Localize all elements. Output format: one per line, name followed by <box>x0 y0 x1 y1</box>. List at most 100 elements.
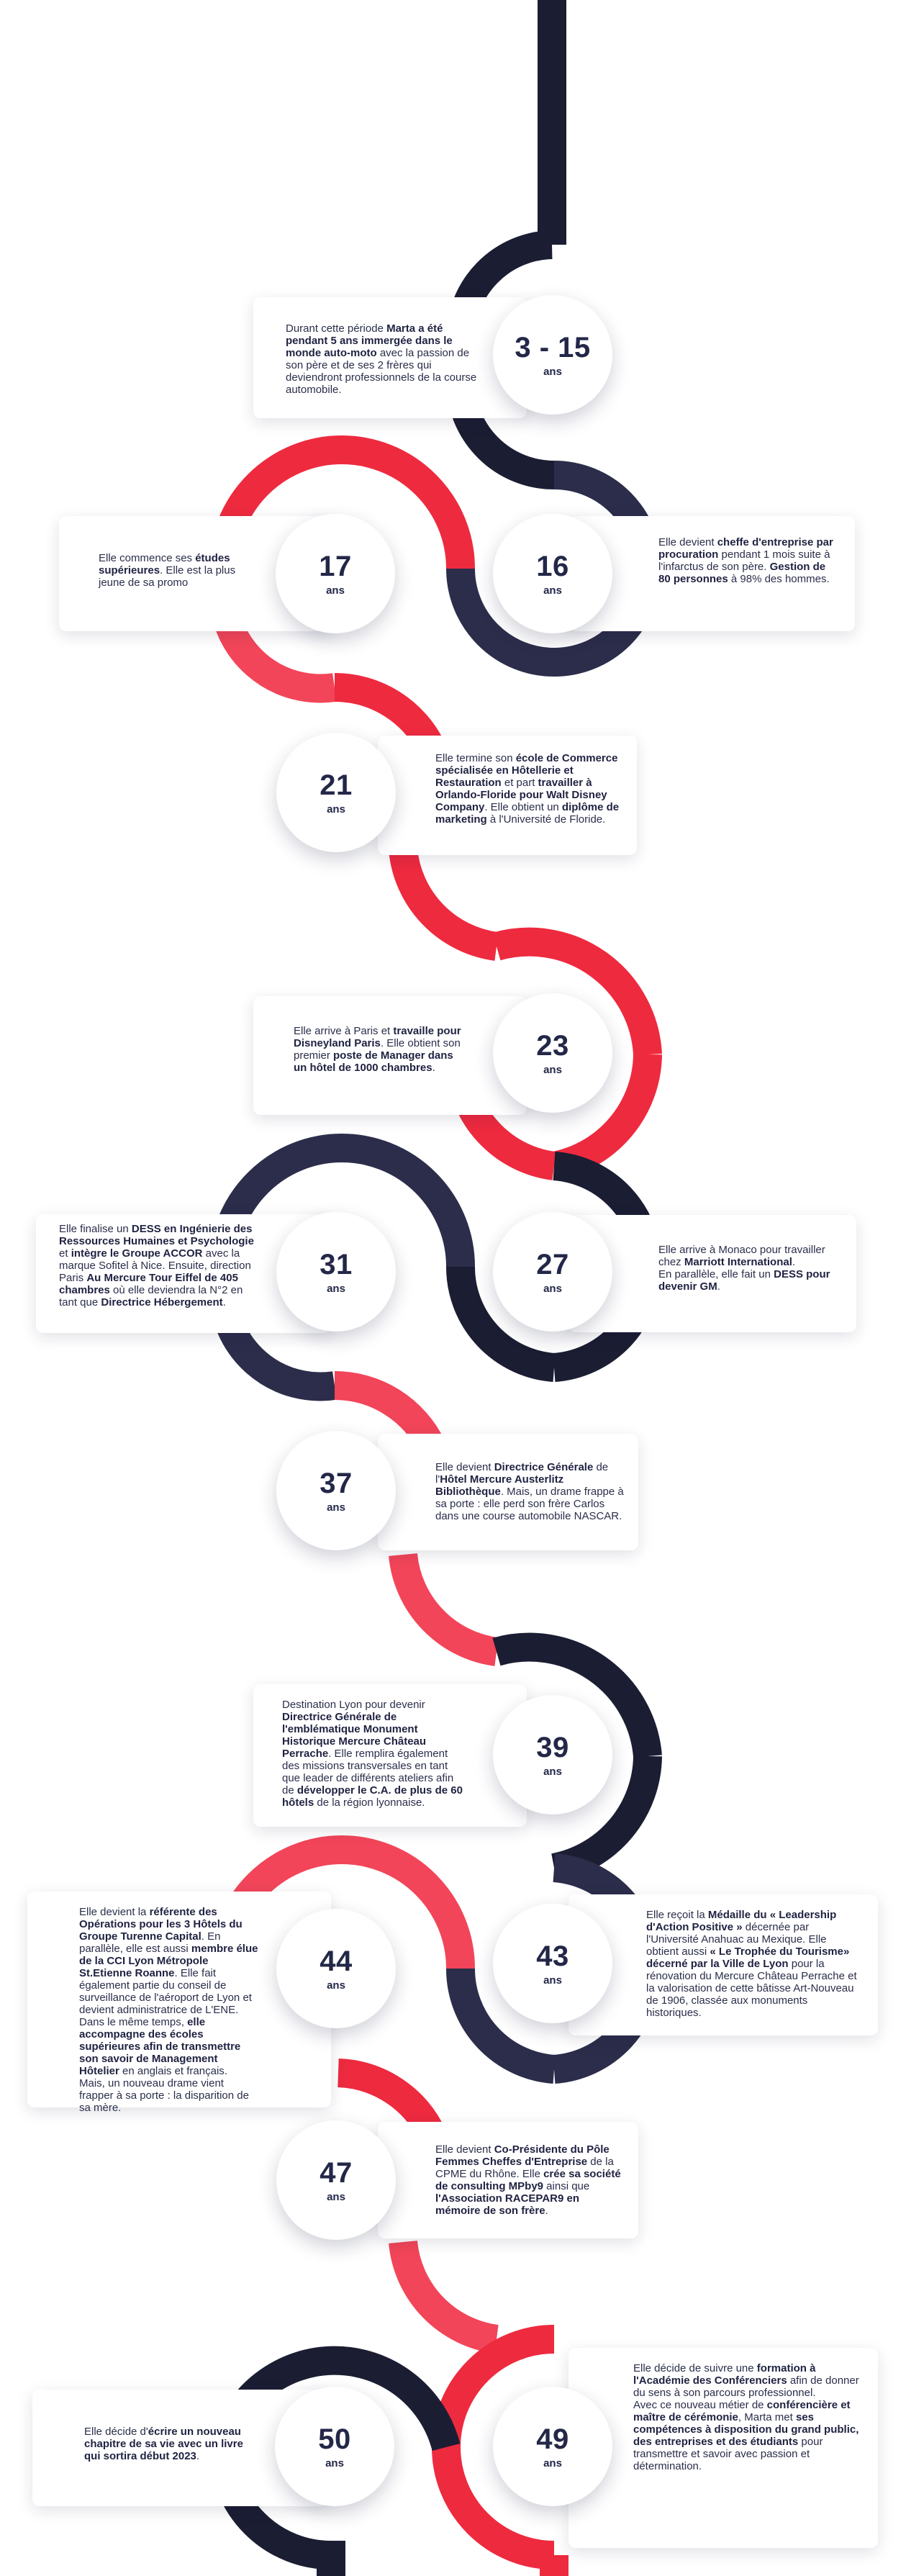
body-text: Elle devient <box>435 1461 494 1473</box>
milestone-card-4: Elle arrive à Paris et travaille pour Di… <box>253 996 527 1115</box>
body-text: où elle deviendra la N°2 en tant que <box>59 1284 243 1309</box>
milestone-card-3: Elle termine son école de Commerce spéci… <box>378 736 637 855</box>
milestone-card-0: Durant cette période Marta a été pendant… <box>253 297 527 418</box>
body-text: . <box>717 1280 720 1293</box>
milestone-card-10: Elle reçoit la Médaille du « Leadership … <box>568 1894 878 2035</box>
milestone-card-7: Elle devient Directrice Générale de l'Hô… <box>378 1434 638 1550</box>
year-label: 39 <box>536 1731 569 1763</box>
body-text: avec la marque Sofitel à Nice. Ensuite, … <box>59 1247 251 1284</box>
body-text: Elle termine son <box>435 752 516 764</box>
year-badge: 37 ans <box>276 1431 396 1550</box>
year-badge: 49 ans <box>493 2387 612 2506</box>
year-badge: 39 ans <box>493 1695 612 1815</box>
ribbon-segment <box>432 2446 555 2570</box>
year-badge: 16 ans <box>493 514 612 633</box>
year-label: 3 - 15 <box>515 331 591 363</box>
highlight-text: poste de Manager dans un hôtel de 1000 c… <box>294 1049 453 1074</box>
milestone-text: Elle décide d'écrire un nouveau chapitre… <box>84 2426 247 2462</box>
body-text: pour la rénovation du Mercure Château Pe… <box>646 1958 857 2019</box>
body-text: . Elle obtient son premier <box>294 1037 461 1062</box>
unit-label: ans <box>327 1501 345 1514</box>
body-text: Elle commence ses <box>99 552 196 564</box>
body-text: . <box>432 1062 435 1074</box>
body-text: Elle arrive à Monaco pour travailler che… <box>658 1244 825 1268</box>
ribbon-segment <box>389 847 499 961</box>
highlight-text: ses compétences à disposition du grand p… <box>633 2411 859 2448</box>
body-text: pendant 1 mois suite à l'infarctus de so… <box>658 548 830 573</box>
milestone-text: Durant cette période Marta a été pendant… <box>286 322 486 396</box>
ribbon-segment <box>445 1968 556 2084</box>
highlight-text: Directrice Générale de l'emblématique Mo… <box>282 1711 427 1760</box>
year-badge: 43 ans <box>493 1904 612 2023</box>
highlight-text: elle accompagne des écoles supérieures a… <box>79 2016 241 2077</box>
body-text: Durant cette période <box>286 322 387 335</box>
highlight-text: conférencière et maître de cérémonie <box>633 2399 851 2423</box>
ribbon-segment <box>492 927 662 1056</box>
ribbon-segment <box>492 1632 662 1758</box>
milestone-card-9: Elle devient la référente des Opérations… <box>27 1892 331 2114</box>
unit-label: ans <box>543 1282 562 1295</box>
year-label: 27 <box>536 1248 569 1280</box>
year-badge: 3 - 15 ans <box>493 295 612 415</box>
year-badge: 27 ans <box>493 1212 612 1332</box>
body-text: de la CPME du Rhône. Elle <box>435 2156 614 2180</box>
body-text: . Elle obtient un <box>484 801 562 813</box>
milestone-card-11: Elle devient Co-Présidente du Pôle Femme… <box>378 2122 638 2238</box>
highlight-text: Co-Présidente du Pôle Femmes Cheffes d'E… <box>435 2143 610 2168</box>
unit-label: ans <box>327 1979 345 1992</box>
ribbon-segment <box>334 673 445 756</box>
body-text: Elle devient <box>658 536 717 548</box>
milestone-text: Elle devient cheffe d'entreprise par pro… <box>658 536 833 585</box>
unit-label: ans <box>543 365 562 378</box>
body-text: En parallèle, elle fait un <box>658 1268 774 1280</box>
highlight-text: référente des Opérations pour les 3 Hôte… <box>79 1906 243 1943</box>
unit-label: ans <box>327 1282 345 1295</box>
ribbon-segment <box>446 568 555 677</box>
body-text: . Elle remplira également des missions t… <box>282 1748 454 1797</box>
body-text: à 98% des hommes. <box>728 573 830 585</box>
ribbon-segment <box>337 2058 445 2141</box>
ribbon-segment <box>334 1371 445 1454</box>
highlight-text: Médaille du « Leadership d'Action Positi… <box>646 1909 837 1933</box>
milestone-text: Elle arrive à Paris et travaille pour Di… <box>294 1025 466 1074</box>
body-text: . En parallèle, elle est aussi <box>79 1930 221 1955</box>
highlight-text: travaille pour Disneyland Paris <box>294 1025 461 1049</box>
milestone-text: Elle décide de suivre une formation à l'… <box>633 2362 862 2472</box>
year-label: 44 <box>320 1945 353 1977</box>
unit-label: ans <box>543 1765 562 1778</box>
body-text: ainsi que <box>543 2180 590 2192</box>
body-text: Elle décide de suivre une <box>633 2362 757 2374</box>
unit-label: ans <box>543 1974 562 1987</box>
milestone-card-2: Elle devient cheffe d'entreprise par pro… <box>568 516 855 631</box>
year-label: 31 <box>320 1248 353 1280</box>
highlight-text: Hôtel Mercure Austerlitz Bibliothèque <box>435 1473 564 1498</box>
year-label: 50 <box>318 2423 351 2455</box>
highlight-text: Directrice Hébergement <box>101 1296 223 1309</box>
highlight-text: Gestion de 80 personnes <box>658 561 826 585</box>
body-text: Elle devient <box>435 2143 494 2156</box>
ribbon-segment <box>209 435 475 569</box>
highlight-text: DESS pour devenir GM <box>658 1268 830 1293</box>
milestone-card-13: Elle décide de suivre une formation à l'… <box>568 2348 878 2548</box>
year-label: 49 <box>536 2423 569 2455</box>
year-label: 16 <box>536 550 569 582</box>
milestone-card-6: Elle arrive à Monaco pour travailler che… <box>568 1215 856 1332</box>
milestone-text: Elle arrive à Monaco pour travailler che… <box>658 1244 831 1293</box>
highlight-text: études supérieures <box>99 552 230 577</box>
unit-label: ans <box>327 803 345 815</box>
year-label: 21 <box>320 769 353 801</box>
unit-label: ans <box>325 2457 344 2469</box>
milestone-text: Elle termine son école de Commerce spéci… <box>435 752 622 826</box>
body-text: Elle reçoit la <box>646 1909 708 1921</box>
body-text: à l'Université de Floride. <box>486 813 606 826</box>
ribbon-segment <box>445 1266 556 1382</box>
unit-label: ans <box>543 1063 562 1076</box>
body-text: . Elle est la plus jeune de sa promo <box>99 564 236 589</box>
highlight-text: diplôme de marketing <box>435 801 620 826</box>
highlight-text: école de Commerce spécialisée en Hôtelle… <box>435 752 618 789</box>
body-text: décernée par l'Université Anahuac au Mex… <box>646 1921 827 1958</box>
body-text: de l' <box>435 1461 609 1486</box>
body-text: Dans le même temps, <box>79 2016 188 2028</box>
highlight-text: travailler à Orlando-Floride pour Walt D… <box>435 777 607 813</box>
year-badge: 44 ans <box>276 1909 396 2028</box>
